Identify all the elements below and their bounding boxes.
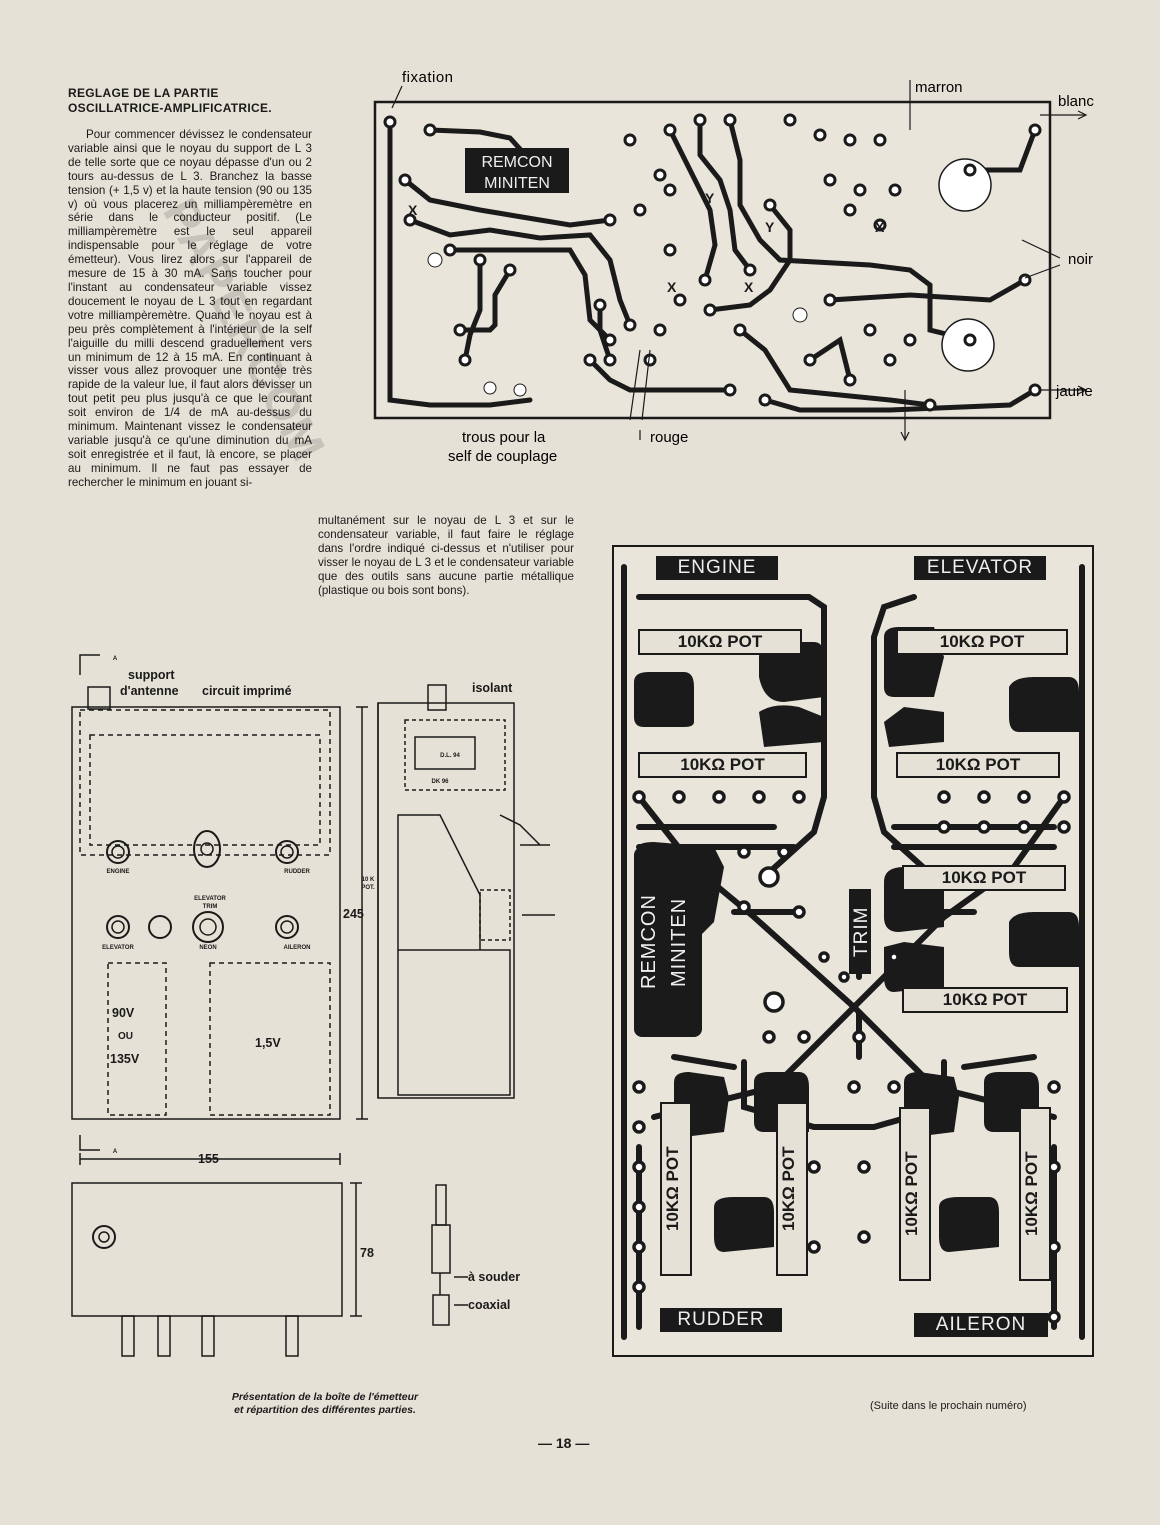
label-dk96: DK 96	[431, 779, 449, 785]
pcb-mark-y: Y	[765, 219, 775, 235]
panel-title-rudder: RUDDER	[660, 1308, 782, 1332]
knob-label-elevator: ELEVATOR	[102, 945, 134, 951]
label-trous: trous pour la	[462, 429, 546, 446]
article-heading: REGLAGE DE LA PARTIE OSCILLATRICE-AMPLIF…	[68, 86, 318, 116]
heading-line-1: REGLAGE DE LA PARTIE	[68, 86, 219, 100]
label-90v: 90V	[112, 1006, 135, 1020]
section-mark-a: A	[113, 1149, 118, 1155]
knob-label-aileron: AILERON	[284, 945, 311, 951]
label-rouge: rouge	[650, 429, 688, 446]
continued-note: (Suite dans le prochain numéro)	[870, 1400, 1027, 1412]
panel-title-trim: TRIM	[849, 889, 872, 974]
oscillator-pcb-diagram: REMCON MINITEN X Y Y X X X fixation marr…	[373, 69, 1094, 465]
label-pot-10k: 10 K	[362, 877, 375, 883]
transmitter-box-drawing: support d'antenne circuit imprimé isolan…	[71, 654, 555, 1357]
pcb-mark-x: X	[667, 279, 677, 295]
pot-engine-upper: 10KΩ POT	[638, 629, 802, 655]
label-noir: noir	[1068, 251, 1093, 268]
pcb-mark-x: X	[408, 202, 418, 218]
pot-rudder-left: 10KΩ POT	[660, 1102, 692, 1276]
label-self-couplage: self de couplage	[448, 448, 557, 465]
article-column-1: Pour commencer dévissez le condensateur …	[68, 128, 312, 489]
pot-elevator-upper: 10KΩ POT	[896, 629, 1068, 655]
heading-line-2: OSCILLATRICE-AMPLIFICATRICE.	[68, 101, 272, 115]
pcb-board-text-1: REMCON	[481, 154, 552, 171]
knob-label-engine: ENGINE	[106, 869, 129, 875]
label-fixation: fixation	[402, 69, 454, 86]
label-a-souder: à souder	[468, 1270, 520, 1284]
board-label-remcon-miniten: REMCON MINITEN	[634, 847, 702, 1037]
label-antenne: d'antenne	[120, 684, 179, 698]
caption-line-1: Présentation de la boîte de l'émetteur	[231, 1391, 419, 1403]
knob-label-elevator-trim: ELEVATOR	[194, 896, 226, 902]
label-dl94: D.L. 94	[440, 753, 460, 759]
knob-label-rudder: RUDDER	[284, 869, 310, 875]
caption-line-2: et répartition des différentes parties.	[234, 1404, 416, 1416]
label-support: support	[128, 668, 175, 682]
panel-title-engine: ENGINE	[656, 556, 778, 580]
label-ou: OU	[118, 1031, 133, 1042]
label-circuit-imprime: circuit imprimé	[202, 684, 292, 698]
label-coaxial: coaxial	[468, 1298, 510, 1312]
section-mark-a: A	[113, 656, 118, 662]
pot-rudder-right: 10KΩ POT	[776, 1102, 808, 1276]
article-column-2: multanément sur le noyau de L 3 et sur l…	[318, 514, 574, 597]
board-text-remcon: REMCON	[638, 894, 660, 990]
figure-caption: Présentation de la boîte de l'émetteur e…	[180, 1391, 470, 1417]
knob-label-neon: NEON	[199, 945, 216, 951]
panel-title-aileron: AILERON	[914, 1313, 1048, 1337]
pcb-board-text-2: MINITEN	[484, 175, 550, 192]
pot-elevator-lower: 10KΩ POT	[896, 752, 1060, 778]
pot-trim-upper: 10KΩ POT	[902, 865, 1066, 891]
label-jaune: jaune	[1055, 383, 1093, 400]
pot-aileron-left: 10KΩ POT	[899, 1107, 931, 1281]
label-pot: POT.	[361, 885, 375, 891]
label-135v: 135V	[110, 1052, 140, 1066]
pot-trim-lower: 10KΩ POT	[902, 987, 1068, 1013]
page-number: — 18 —	[538, 1435, 590, 1451]
label-isolant: isolant	[472, 681, 513, 695]
knob-label-trim: TRIM	[203, 904, 218, 910]
pot-aileron-right: 10KΩ POT	[1019, 1107, 1051, 1281]
dim-width: 155	[198, 1152, 219, 1166]
label-1-5v: 1,5V	[255, 1036, 281, 1050]
board-text-miniten: MINITEN	[668, 897, 690, 987]
label-marron: marron	[915, 79, 963, 96]
pcb-mark-y: Y	[705, 190, 715, 206]
dim-depth: 78	[360, 1246, 374, 1260]
pcb-mark-x: X	[875, 219, 885, 235]
pots-pcb-board: ENGINE ELEVATOR RUDDER AILERON TRIM REMC…	[612, 545, 1094, 1357]
pcb-mark-x: X	[744, 279, 754, 295]
panel-title-elevator: ELEVATOR	[914, 556, 1046, 580]
pots-pcb-traces	[621, 564, 1085, 1340]
label-blanc: blanc	[1058, 93, 1094, 110]
pot-engine-lower: 10KΩ POT	[638, 752, 807, 778]
dim-height: 245	[343, 907, 364, 921]
